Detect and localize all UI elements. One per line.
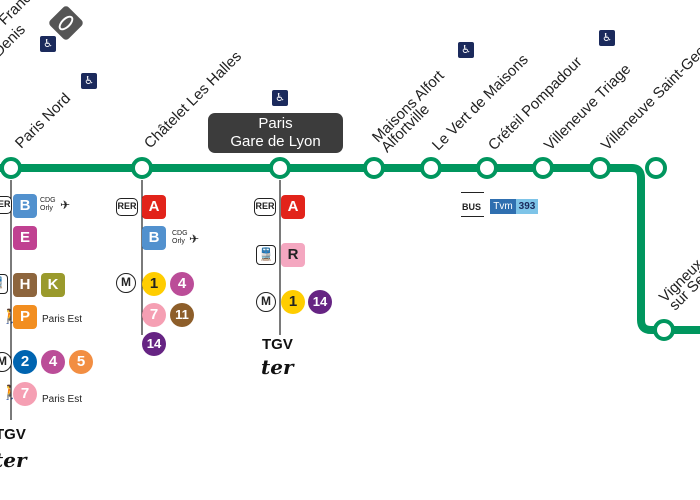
plane-icon: ✈ — [60, 198, 71, 212]
train-icon: 🚆 — [256, 245, 276, 265]
metro-1-badge[interactable]: 1 — [142, 272, 166, 296]
station-stop-4[interactable] — [420, 157, 442, 179]
metro-1-badge[interactable]: 1 — [281, 290, 305, 314]
bus-separator — [461, 216, 484, 217]
destination-label: Paris Est — [42, 314, 83, 325]
metro-icon: M — [116, 273, 136, 293]
transilien-h-badge[interactable]: H — [13, 273, 37, 297]
tgv-logo: TGV — [0, 426, 26, 443]
station-stop-8[interactable] — [645, 157, 667, 179]
ter-logo: ter — [0, 448, 27, 472]
station-stop-1[interactable] — [131, 157, 153, 179]
rer-icon: RER — [116, 198, 138, 216]
rer-a-badge[interactable]: A — [281, 195, 305, 219]
line-track — [0, 164, 700, 334]
metro-11-badge[interactable]: 11 — [170, 303, 194, 327]
ter-logo: ter — [261, 355, 294, 379]
station-stop-3[interactable] — [363, 157, 385, 179]
tvm-badge[interactable]: Tvm 393 — [490, 199, 538, 214]
metro-5-badge[interactable]: 5 — [69, 350, 93, 374]
transilien-icon: 🚆 — [0, 274, 8, 294]
transilien-p-badge[interactable]: P — [13, 305, 37, 329]
wheelchair-icon: ♿ — [272, 90, 288, 106]
rer-icon: RER — [254, 198, 276, 216]
station-name-paris: Paris — [258, 115, 293, 132]
metro-7-badge[interactable]: 7 — [142, 303, 166, 327]
bus-separator — [461, 192, 484, 193]
tvm-label: Tvm — [490, 199, 516, 214]
metro-4-badge[interactable]: 4 — [170, 272, 194, 296]
metro-icon: M — [256, 292, 276, 312]
bus-line-393: 393 — [516, 199, 538, 214]
station-stop-5[interactable] — [476, 157, 498, 179]
wheelchair-icon: ♿ — [81, 73, 97, 89]
transilien-r-badge[interactable]: R — [281, 243, 305, 267]
station-stop-2[interactable] — [269, 157, 291, 179]
bus-label: BUS — [462, 202, 482, 212]
rer-icon: RER — [0, 196, 12, 214]
transilien-k-badge[interactable]: K — [41, 273, 65, 297]
wheelchair-icon: ♿ — [40, 36, 56, 52]
metro-14-badge[interactable]: 14 — [308, 290, 332, 314]
wheelchair-icon: ♿ — [458, 42, 474, 58]
station-name-gare-de-lyon: Gare de Lyon — [230, 133, 321, 150]
station-stop-9[interactable] — [653, 319, 675, 341]
rer-e-badge[interactable]: E — [13, 226, 37, 250]
destination-label: Paris Est — [42, 394, 83, 405]
airport-label: CDG Orly — [172, 230, 188, 245]
rer-b-badge[interactable]: B — [13, 194, 37, 218]
plane-icon: ✈ — [189, 232, 200, 246]
rer-a-badge[interactable]: A — [142, 195, 166, 219]
metro-4-badge[interactable]: 4 — [41, 350, 65, 374]
rer-b-badge[interactable]: B — [142, 226, 166, 250]
station-stop-7[interactable] — [589, 157, 611, 179]
metro-2-badge[interactable]: 2 — [13, 350, 37, 374]
metro-14-badge[interactable]: 14 — [142, 332, 166, 356]
metro-7-badge[interactable]: 7 — [13, 382, 37, 406]
featured-station-gare-de-lyon[interactable]: Paris Gare de Lyon — [208, 113, 343, 153]
station-stop-6[interactable] — [532, 157, 554, 179]
wheelchair-icon: ♿ — [599, 30, 615, 46]
airport-label: CDG Orly — [40, 197, 56, 212]
tgv-logo: TGV — [262, 336, 293, 353]
station-stop-0[interactable] — [0, 157, 22, 179]
